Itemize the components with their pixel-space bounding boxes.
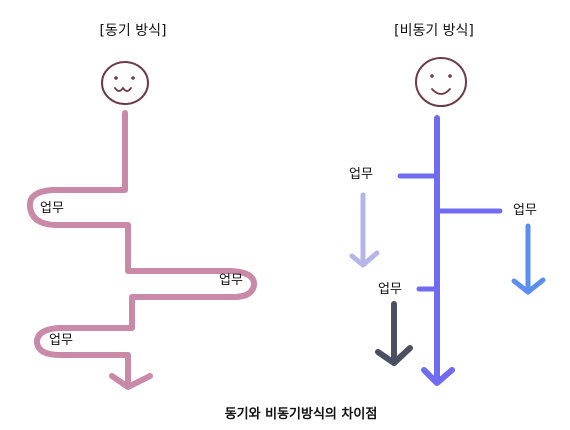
async-task-arrowhead-3 bbox=[375, 345, 413, 366]
sync-task-label-1: 업무 bbox=[40, 201, 64, 216]
async-task-label-2: 업무 bbox=[513, 203, 537, 218]
sync-arrowhead bbox=[109, 373, 153, 390]
async-task-label-1: 업무 bbox=[349, 167, 373, 182]
sync-flow-path bbox=[26, 110, 257, 388]
caption: 동기와 비동기방식의 차이점 bbox=[225, 406, 378, 422]
async-task-arrowhead-1 bbox=[349, 250, 380, 268]
smiley-face-icon bbox=[415, 57, 467, 107]
async-task-arrowhead-2 bbox=[511, 277, 546, 295]
sync-task-label-3: 업무 bbox=[49, 333, 73, 348]
sync-task-label-2: 업무 bbox=[219, 273, 243, 288]
smiley-face-icon bbox=[101, 61, 149, 105]
async-task-label-3: 업무 bbox=[378, 282, 402, 297]
async-main-arrowhead bbox=[421, 367, 455, 386]
sync-title: [동기 방식] bbox=[100, 23, 167, 39]
async-title: [비동기 방식] bbox=[394, 23, 474, 39]
